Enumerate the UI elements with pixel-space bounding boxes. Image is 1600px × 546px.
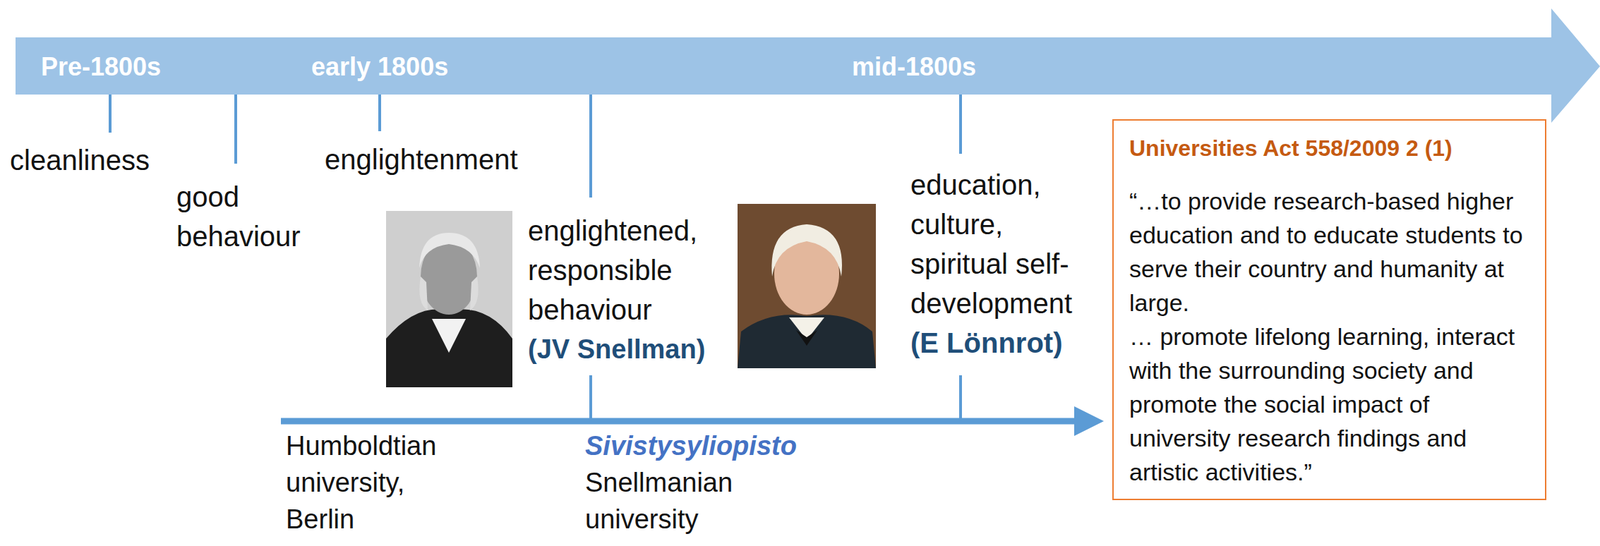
portrait-coat [737,314,876,369]
tick-line [589,375,593,422]
tick-line [378,94,382,132]
act-quote: “…to provide research-based higher educa… [1129,184,1530,320]
tick-line [959,375,962,422]
portrait-hair [771,224,842,277]
timeline-band: Pre-1800s early 1800s mid-1800s [0,8,1600,123]
period-label: early 1800s [311,51,449,82]
value-label: good behaviour [176,177,339,257]
portrait-collar [789,317,825,341]
university-label: Humboldtian university, Berlin [285,427,463,538]
person-name: (JV Snellman) [527,329,706,370]
portrait-collar [431,319,466,353]
value-label: englightenment [324,139,519,180]
value-label: cleanliness [9,140,150,180]
portrait-background [737,203,876,369]
act-quote: … promote lifelong learning, interact wi… [1129,319,1530,490]
portrait-bow [796,330,818,346]
value-label: education, culture, spiritual self-devel… [910,165,1102,324]
person-name: (E Lönnrot) [910,323,1063,363]
period-label: Pre-1800s [40,51,161,82]
period-label: mid-1800s [851,51,977,82]
university-label: Snellmanian university [585,464,797,538]
tick-lines [110,94,961,422]
lonnrot-portrait [737,203,876,369]
portrait-background [386,211,513,388]
tick-line [959,94,962,154]
portrait-sideburns [419,276,478,311]
tick-line [108,94,112,133]
portrait-coat [386,309,513,388]
tick-line [234,94,238,164]
act-title: Universities Act 558/2009 2 (1) [1129,131,1530,165]
quote-box: Universities Act 558/2009 2 (1) “…to prov… [1112,119,1547,501]
portrait-hair [419,232,480,269]
snellman-portrait [386,211,513,388]
band-arrow [15,8,1600,123]
value-label: englightened, responsible behaviour [527,211,726,330]
lower-arrow-line [280,418,1080,425]
band-arrow-shape [0,8,1600,123]
university-term: Sivistysyliopisto [585,427,797,465]
lower-arrow-head [1074,406,1104,437]
tick-line [589,94,593,198]
